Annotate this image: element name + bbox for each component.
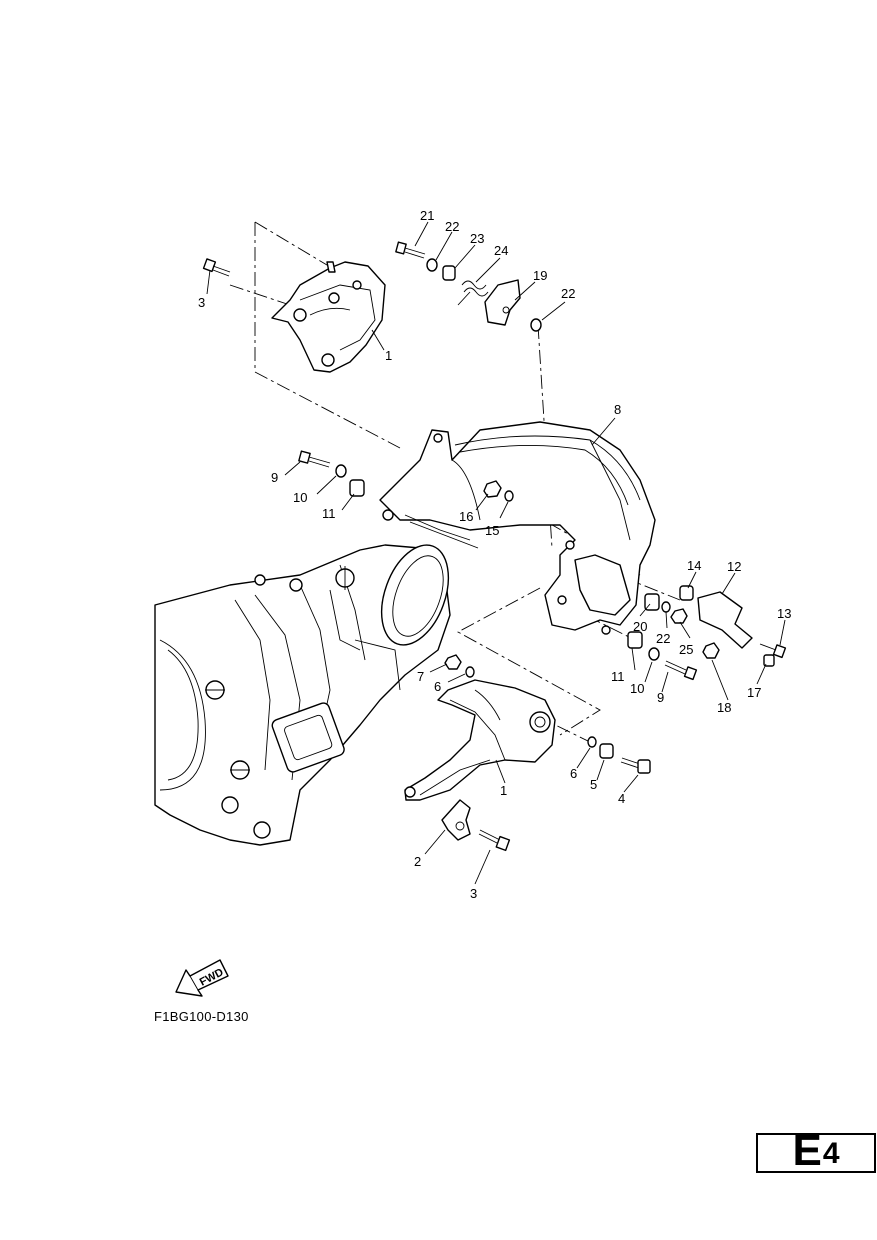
- lower-mount-bracket: [404, 679, 556, 801]
- callout-label: 19: [533, 268, 547, 283]
- small-parts: [202, 241, 787, 852]
- callout-label: 13: [777, 606, 791, 621]
- callout-label: 11: [322, 506, 336, 521]
- section-letter: E: [792, 1126, 822, 1175]
- upper-mount-bracket: [271, 261, 386, 373]
- callout-label: 17: [747, 685, 761, 700]
- callout-label: 9: [271, 470, 278, 485]
- jet-pump-housing: [379, 421, 656, 635]
- callout-label: 22: [561, 286, 575, 301]
- callout-label: 6: [434, 679, 441, 694]
- callout-label: 23: [470, 231, 484, 246]
- callout-label: 22: [445, 219, 459, 234]
- callout-label: 3: [198, 295, 205, 310]
- callout-label: 21: [420, 208, 434, 223]
- callout-label: 7: [417, 669, 424, 684]
- callout-labels: 21 22 23 24 19 22 3 1 8 9 10 11 16 15 14…: [198, 208, 791, 901]
- fwd-arrow-icon: FWD: [172, 952, 232, 1005]
- callout-label: 1: [385, 348, 392, 363]
- callout-label: 5: [590, 777, 597, 792]
- callout-label: 15: [485, 523, 499, 538]
- callout-label: 16: [459, 509, 473, 524]
- callout-label: 3: [470, 886, 477, 901]
- leader-lines: [206, 221, 786, 885]
- callout-label: 24: [494, 243, 508, 258]
- callout-label: 4: [618, 791, 625, 806]
- callout-label: 1: [500, 783, 507, 798]
- drawing-code: F1BG100-D130: [154, 1009, 249, 1024]
- callout-label: 10: [293, 490, 307, 505]
- callout-label: 8: [614, 402, 621, 417]
- callout-label: 10: [630, 681, 644, 696]
- callout-label: 22: [656, 631, 670, 646]
- engine-block: [154, 544, 451, 846]
- callout-label: 25: [679, 642, 693, 657]
- callout-label: 20: [633, 619, 647, 634]
- callout-label: 12: [727, 559, 741, 574]
- callout-label: 2: [414, 854, 421, 869]
- callout-label: 14: [687, 558, 701, 573]
- callout-label: 6: [570, 766, 577, 781]
- callout-label: 18: [717, 700, 731, 715]
- section-badge: E 4: [756, 1126, 876, 1175]
- callout-label: 11: [611, 669, 625, 684]
- section-number: 4: [822, 1137, 840, 1170]
- callout-label: 9: [657, 690, 664, 705]
